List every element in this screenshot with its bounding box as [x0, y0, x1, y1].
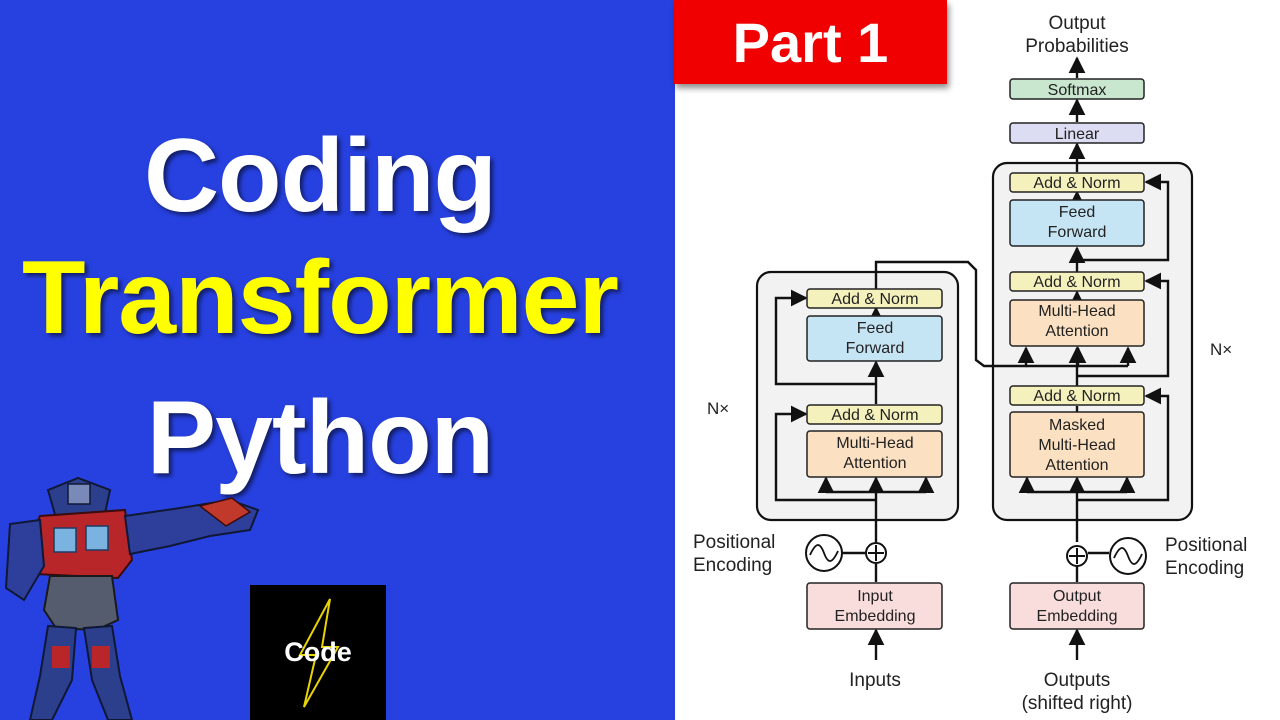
encoder-positional-encoding-label-1: Positional [693, 532, 775, 553]
decoder-masked-multi-head-attention [1009, 411, 1145, 478]
encoder-sine-wave-icon [805, 534, 843, 572]
title-line-python: Python [146, 380, 494, 496]
decoder-plus-circle-icon [1066, 545, 1088, 567]
output-embedding-label-2: Embedding [1037, 608, 1118, 625]
encoder-feed-forward [806, 315, 943, 362]
decoder-add-norm-bottom [1009, 385, 1145, 406]
softmax-label: Softmax [1048, 82, 1107, 99]
transformer-diagram: Add & Norm Feed Forward Add & Norm Multi… [693, 13, 1247, 714]
title-line-transformer: Transformer [22, 240, 619, 356]
robot-illustration [4, 476, 260, 720]
robot-figure [4, 476, 260, 720]
decoder-sine-wave-icon [1109, 537, 1147, 575]
decoder-add-norm-middle-label: Add & Norm [1033, 274, 1120, 291]
encoder-mha-label-2: Attention [843, 455, 906, 472]
encoder-feed-forward-label-1: Feed [857, 320, 893, 337]
part-badge: Part 1 [674, 0, 947, 84]
linear-label: Linear [1055, 126, 1100, 143]
output-embedding-block [1009, 582, 1145, 630]
input-embedding-block [806, 582, 943, 630]
encoder-stack [755, 270, 960, 522]
decoder-masked-mha-label-2: Multi-Head [1038, 437, 1115, 454]
inputs-label: Inputs [849, 670, 901, 691]
outputs-label-2: (shifted right) [1022, 693, 1133, 714]
input-embedding-label-1: Input [857, 588, 893, 605]
encoder-add-norm-top [806, 288, 943, 309]
decoder-feed-forward-label-2: Forward [1048, 224, 1107, 241]
encoder-mha-label-1: Multi-Head [836, 435, 913, 452]
title-line-coding: Coding [143, 118, 497, 234]
decoder-add-norm-bottom-label: Add & Norm [1033, 388, 1120, 405]
diagram-wires [774, 56, 1170, 660]
encoder-plus-circle-icon [865, 542, 887, 564]
decoder-mha-label-2: Attention [1045, 323, 1108, 340]
encoder-add-norm-bottom-label: Add & Norm [831, 407, 918, 424]
decoder-mha-label-1: Multi-Head [1038, 303, 1115, 320]
decoder-multi-head-attention [1009, 299, 1145, 347]
encoder-nx-label: N× [707, 399, 729, 418]
encoder-add-norm-top-label: Add & Norm [831, 291, 918, 308]
decoder-add-norm-top [1009, 172, 1145, 193]
decoder-add-norm-top-label: Add & Norm [1033, 175, 1120, 192]
decoder-feed-forward-label-1: Feed [1059, 204, 1095, 221]
decoder-add-norm-middle [1009, 271, 1145, 292]
code-logo-text: Code [284, 637, 352, 667]
decoder-masked-mha-label-3: Attention [1045, 457, 1108, 474]
output-embedding-label-1: Output [1053, 588, 1102, 605]
decoder-masked-mha-label-1: Masked [1049, 417, 1105, 434]
output-probabilities-label-2: Probabilities [1025, 36, 1129, 57]
code-logo: Code [250, 585, 386, 720]
encoder-add-norm-bottom [806, 404, 943, 425]
code-logo-bolt-icon [298, 598, 340, 708]
outputs-label-1: Outputs [1044, 670, 1111, 691]
decoder-nx-label: N× [1210, 340, 1232, 359]
encoder-multi-head-attention [806, 430, 943, 478]
decoder-positional-encoding-label-1: Positional [1165, 535, 1247, 556]
input-embedding-label-2: Embedding [835, 608, 916, 625]
softmax-block [1009, 78, 1145, 100]
encoder-feed-forward-label-2: Forward [846, 340, 905, 357]
decoder-feed-forward [1009, 199, 1145, 247]
encoder-positional-encoding-label-2: Encoding [693, 555, 772, 576]
linear-block [1009, 122, 1145, 144]
output-probabilities-label-1: Output [1048, 13, 1106, 34]
decoder-positional-encoding-label-2: Encoding [1165, 558, 1244, 579]
